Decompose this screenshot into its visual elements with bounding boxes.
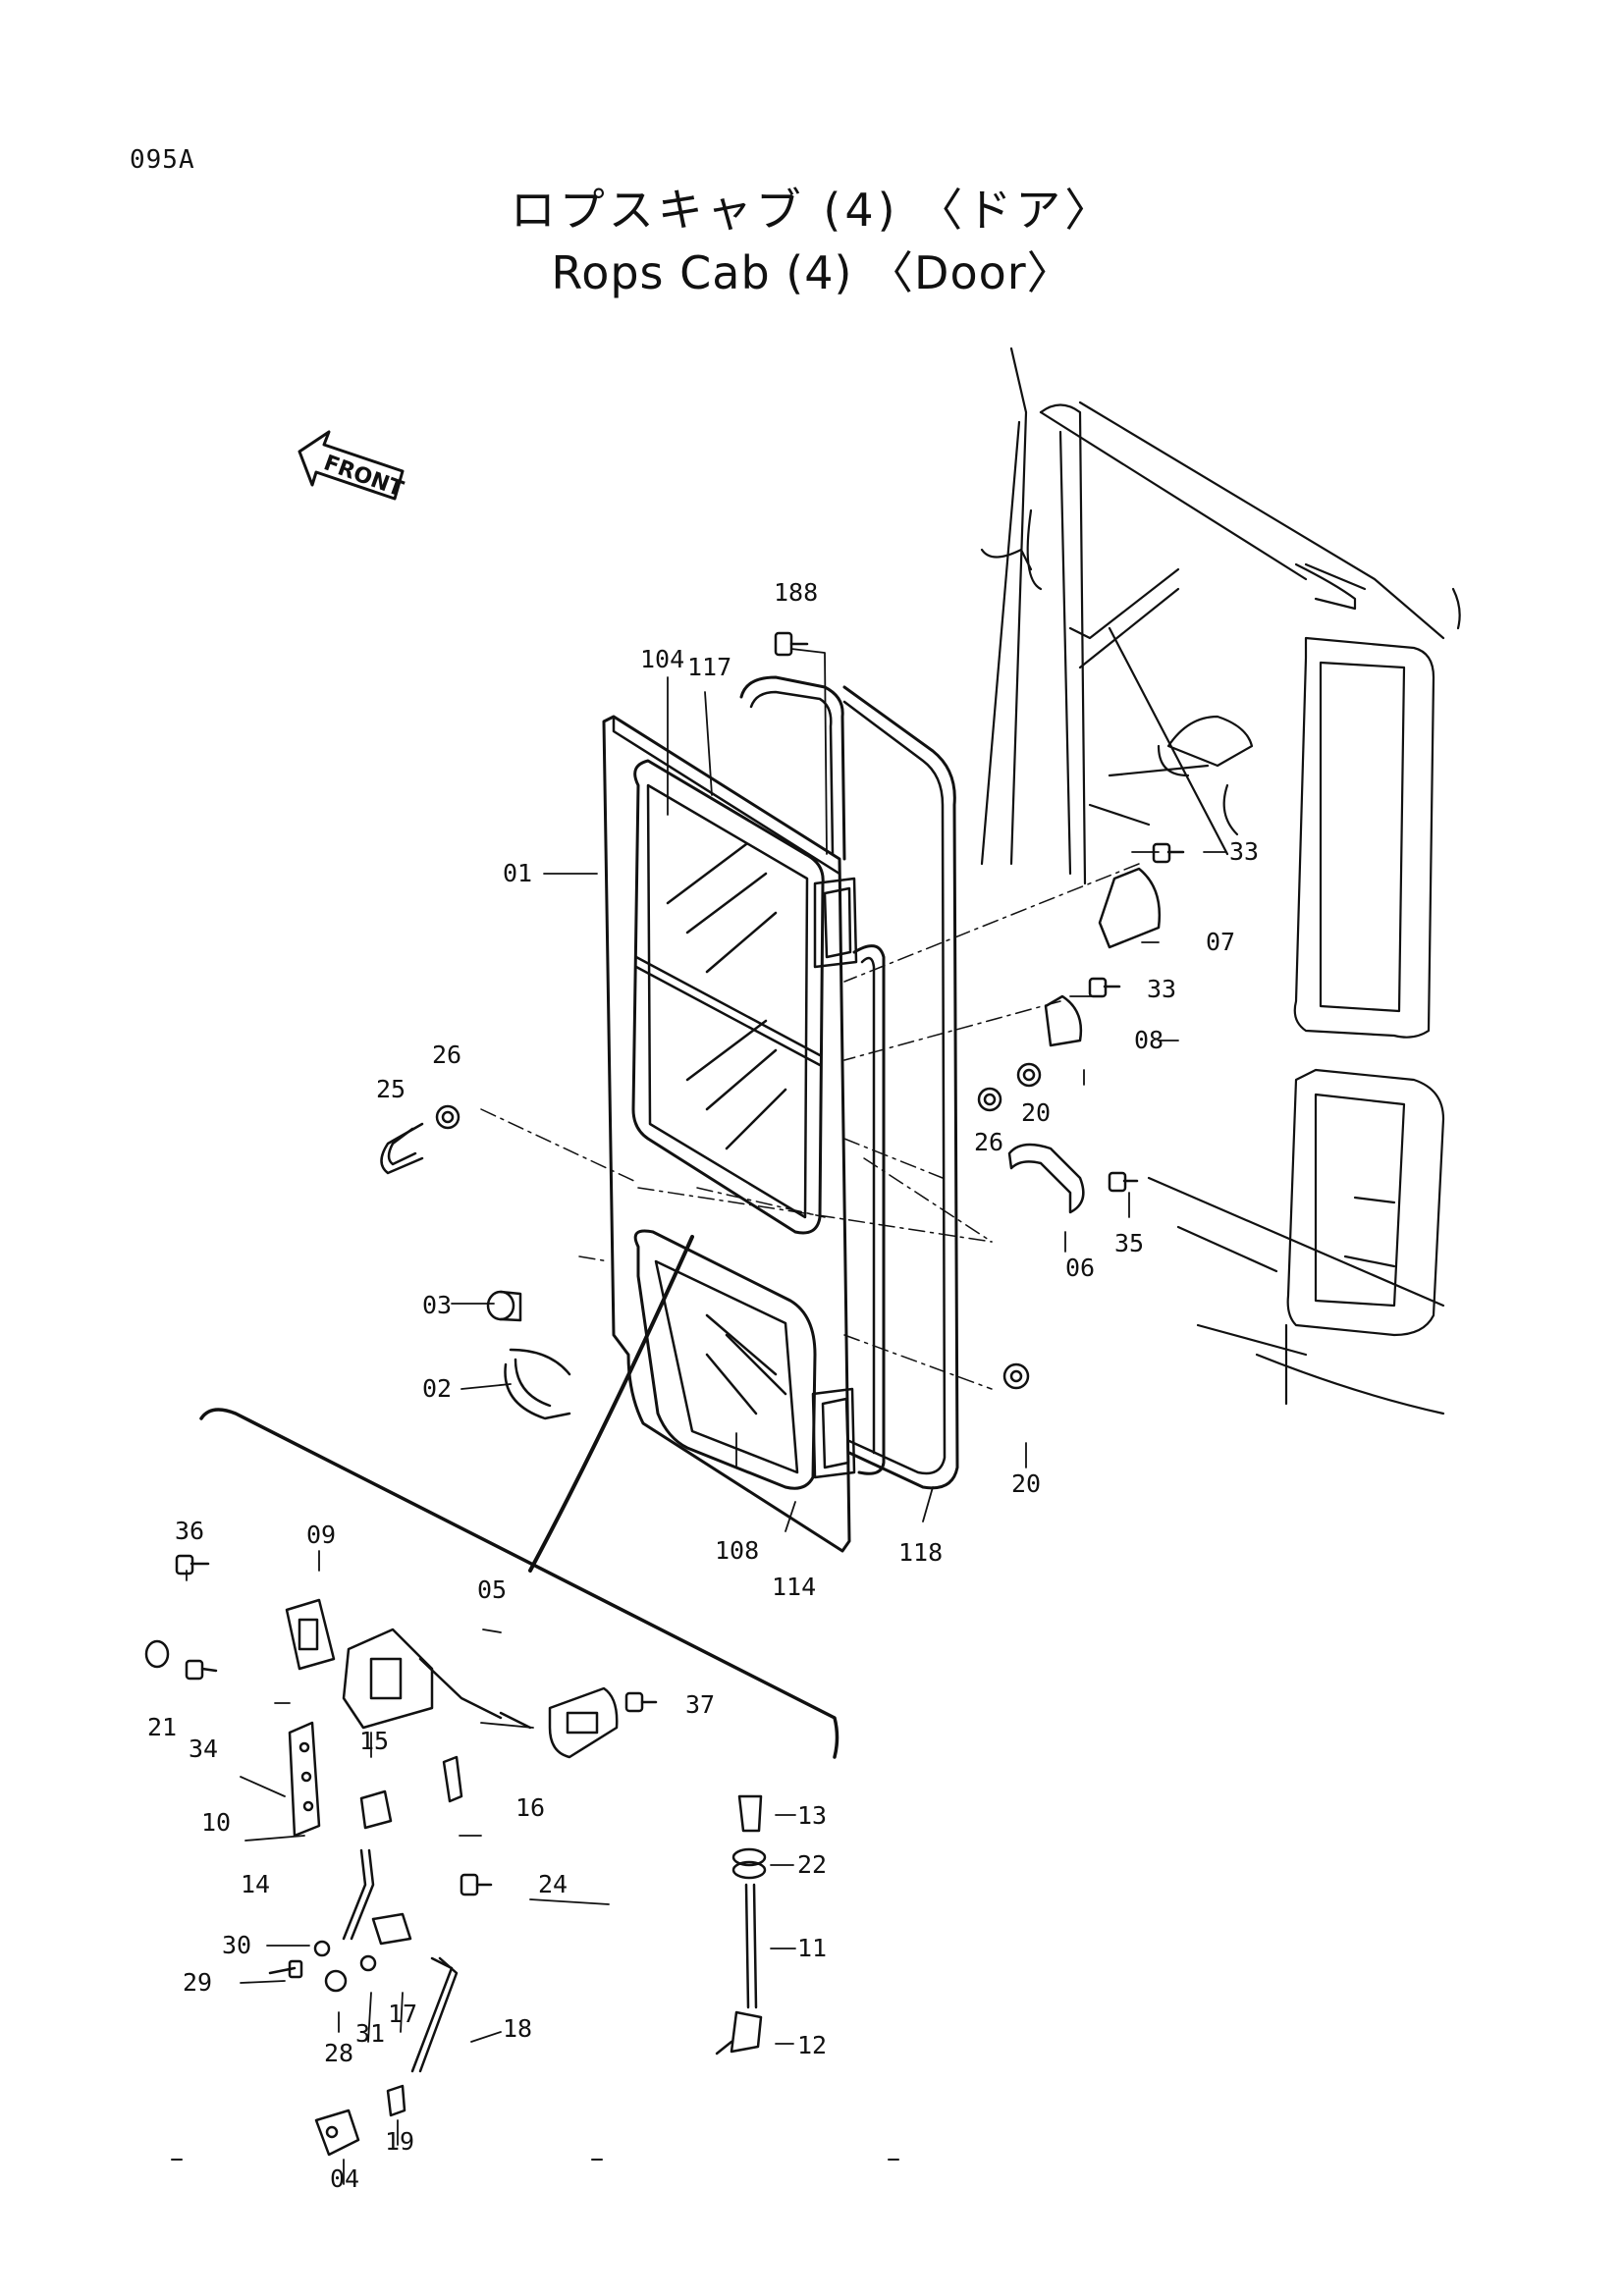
callout-14: 14 xyxy=(241,1870,270,1898)
callout-13: 13 xyxy=(797,1801,827,1830)
callout-09: 09 xyxy=(306,1521,336,1549)
callout-188: 188 xyxy=(774,578,818,607)
callout-07: 07 xyxy=(1206,928,1235,956)
callout-114: 114 xyxy=(772,1573,816,1601)
inset-outline xyxy=(199,1408,839,1759)
callout-06: 06 xyxy=(1065,1254,1095,1282)
callout-05: 05 xyxy=(477,1575,507,1604)
callout-04: 04 xyxy=(330,2164,359,2193)
part-rod-14 xyxy=(342,1848,375,1941)
callout-108: 108 xyxy=(715,1536,759,1565)
part-washer-30 xyxy=(313,1940,331,1957)
part-clip-16 xyxy=(442,1755,463,1803)
callout-33-upper: 33 xyxy=(1229,837,1259,866)
callout-33-lower: 33 xyxy=(1147,975,1176,1003)
leader-lines xyxy=(186,648,1226,2185)
part-bolt-33a xyxy=(1152,842,1185,864)
part-rod-05 xyxy=(418,1657,532,1730)
part-handle-06 xyxy=(1007,1143,1085,1214)
part-nut-28 xyxy=(324,1969,348,1993)
callout-26-right: 26 xyxy=(974,1128,1003,1156)
part-clip-19 xyxy=(386,2084,406,2117)
callout-19: 19 xyxy=(385,2127,414,2156)
callout-34: 34 xyxy=(189,1735,218,1763)
callout-01: 01 xyxy=(503,859,532,887)
part-bolt-24 xyxy=(460,1873,493,1896)
part-washer-31 xyxy=(359,1954,377,1972)
callout-31: 31 xyxy=(355,2019,385,2048)
part-bracket-10 xyxy=(288,1721,321,1838)
callout-25: 25 xyxy=(376,1075,406,1103)
part-bolt-33b xyxy=(1088,977,1121,998)
callout-17: 17 xyxy=(388,2000,417,2028)
dashed-reference-lines xyxy=(480,863,1140,1390)
part-plate-08 xyxy=(1044,994,1083,1047)
callout-20-lower: 20 xyxy=(1011,1469,1041,1498)
part-inner-handle-37 xyxy=(548,1686,619,1759)
part-latch-body xyxy=(342,1628,434,1730)
part-cover-07 xyxy=(1098,867,1161,949)
callout-30: 30 xyxy=(222,1931,251,1959)
part-bolt-36 xyxy=(175,1554,210,1575)
cab-body-outline xyxy=(980,347,1461,1415)
callout-28: 28 xyxy=(324,2039,353,2067)
callout-10: 10 xyxy=(201,1808,231,1837)
callout-02: 02 xyxy=(422,1374,452,1403)
part-block-15 xyxy=(359,1789,393,1830)
part-bolt-188 xyxy=(774,631,809,657)
callout-26-left: 26 xyxy=(432,1041,461,1069)
door-seal-118 xyxy=(842,685,959,1490)
callout-03: 03 xyxy=(422,1291,452,1319)
part-pin-13 xyxy=(737,1794,763,1833)
door-panel xyxy=(602,715,858,1553)
part-bolt-35 xyxy=(1108,1171,1139,1193)
part-nut-26a xyxy=(977,1087,1002,1112)
part-plate-09 xyxy=(285,1598,336,1671)
callout-35: 35 xyxy=(1114,1229,1144,1257)
callout-118: 118 xyxy=(898,1538,943,1567)
callout-36: 36 xyxy=(175,1517,204,1545)
part-cap-03 xyxy=(486,1290,522,1322)
part-nut-26b xyxy=(435,1104,460,1130)
title-english: Rops Cab (4) 〈Door〉 xyxy=(551,246,1073,299)
part-nut-20a xyxy=(1016,1062,1042,1088)
callout-117: 117 xyxy=(687,653,731,681)
door-cable xyxy=(528,1235,694,1573)
part-joint-12 xyxy=(715,2010,763,2056)
callout-29: 29 xyxy=(183,1968,212,1997)
part-pin-29 xyxy=(268,1959,303,1979)
callout-16: 16 xyxy=(515,1793,545,1822)
part-bush-22 xyxy=(731,1847,767,1880)
callout-12: 12 xyxy=(797,2031,827,2059)
callout-20-upper: 20 xyxy=(1021,1098,1051,1127)
callout-08: 08 xyxy=(1134,1026,1164,1054)
part-lever-17 xyxy=(371,1912,412,1946)
part-block-04 xyxy=(314,2109,360,2157)
callout-104: 104 xyxy=(640,645,684,673)
callout-15: 15 xyxy=(359,1727,389,1755)
part-bolt-34 xyxy=(185,1659,218,1681)
part-rod-11 xyxy=(744,1883,758,2009)
page-code: 095A xyxy=(130,145,195,175)
callout-18: 18 xyxy=(503,2014,532,2043)
callout-11: 11 xyxy=(797,1934,827,1962)
title-japanese: ロプスキャブ (4) 〈ドア〉 xyxy=(510,184,1114,237)
part-ubolt-25 xyxy=(380,1122,424,1175)
part-nut-20b xyxy=(1002,1362,1030,1390)
callout-37: 37 xyxy=(685,1690,715,1719)
callout-22: 22 xyxy=(797,1850,827,1879)
part-handle-02 xyxy=(504,1348,571,1420)
callout-24: 24 xyxy=(538,1870,568,1898)
door-seal-114 xyxy=(852,944,886,1475)
part-nut-21 xyxy=(144,1639,170,1669)
part-bolt-37 xyxy=(624,1691,658,1713)
part-rod-18 xyxy=(410,1956,459,2073)
callout-21: 21 xyxy=(147,1713,177,1741)
